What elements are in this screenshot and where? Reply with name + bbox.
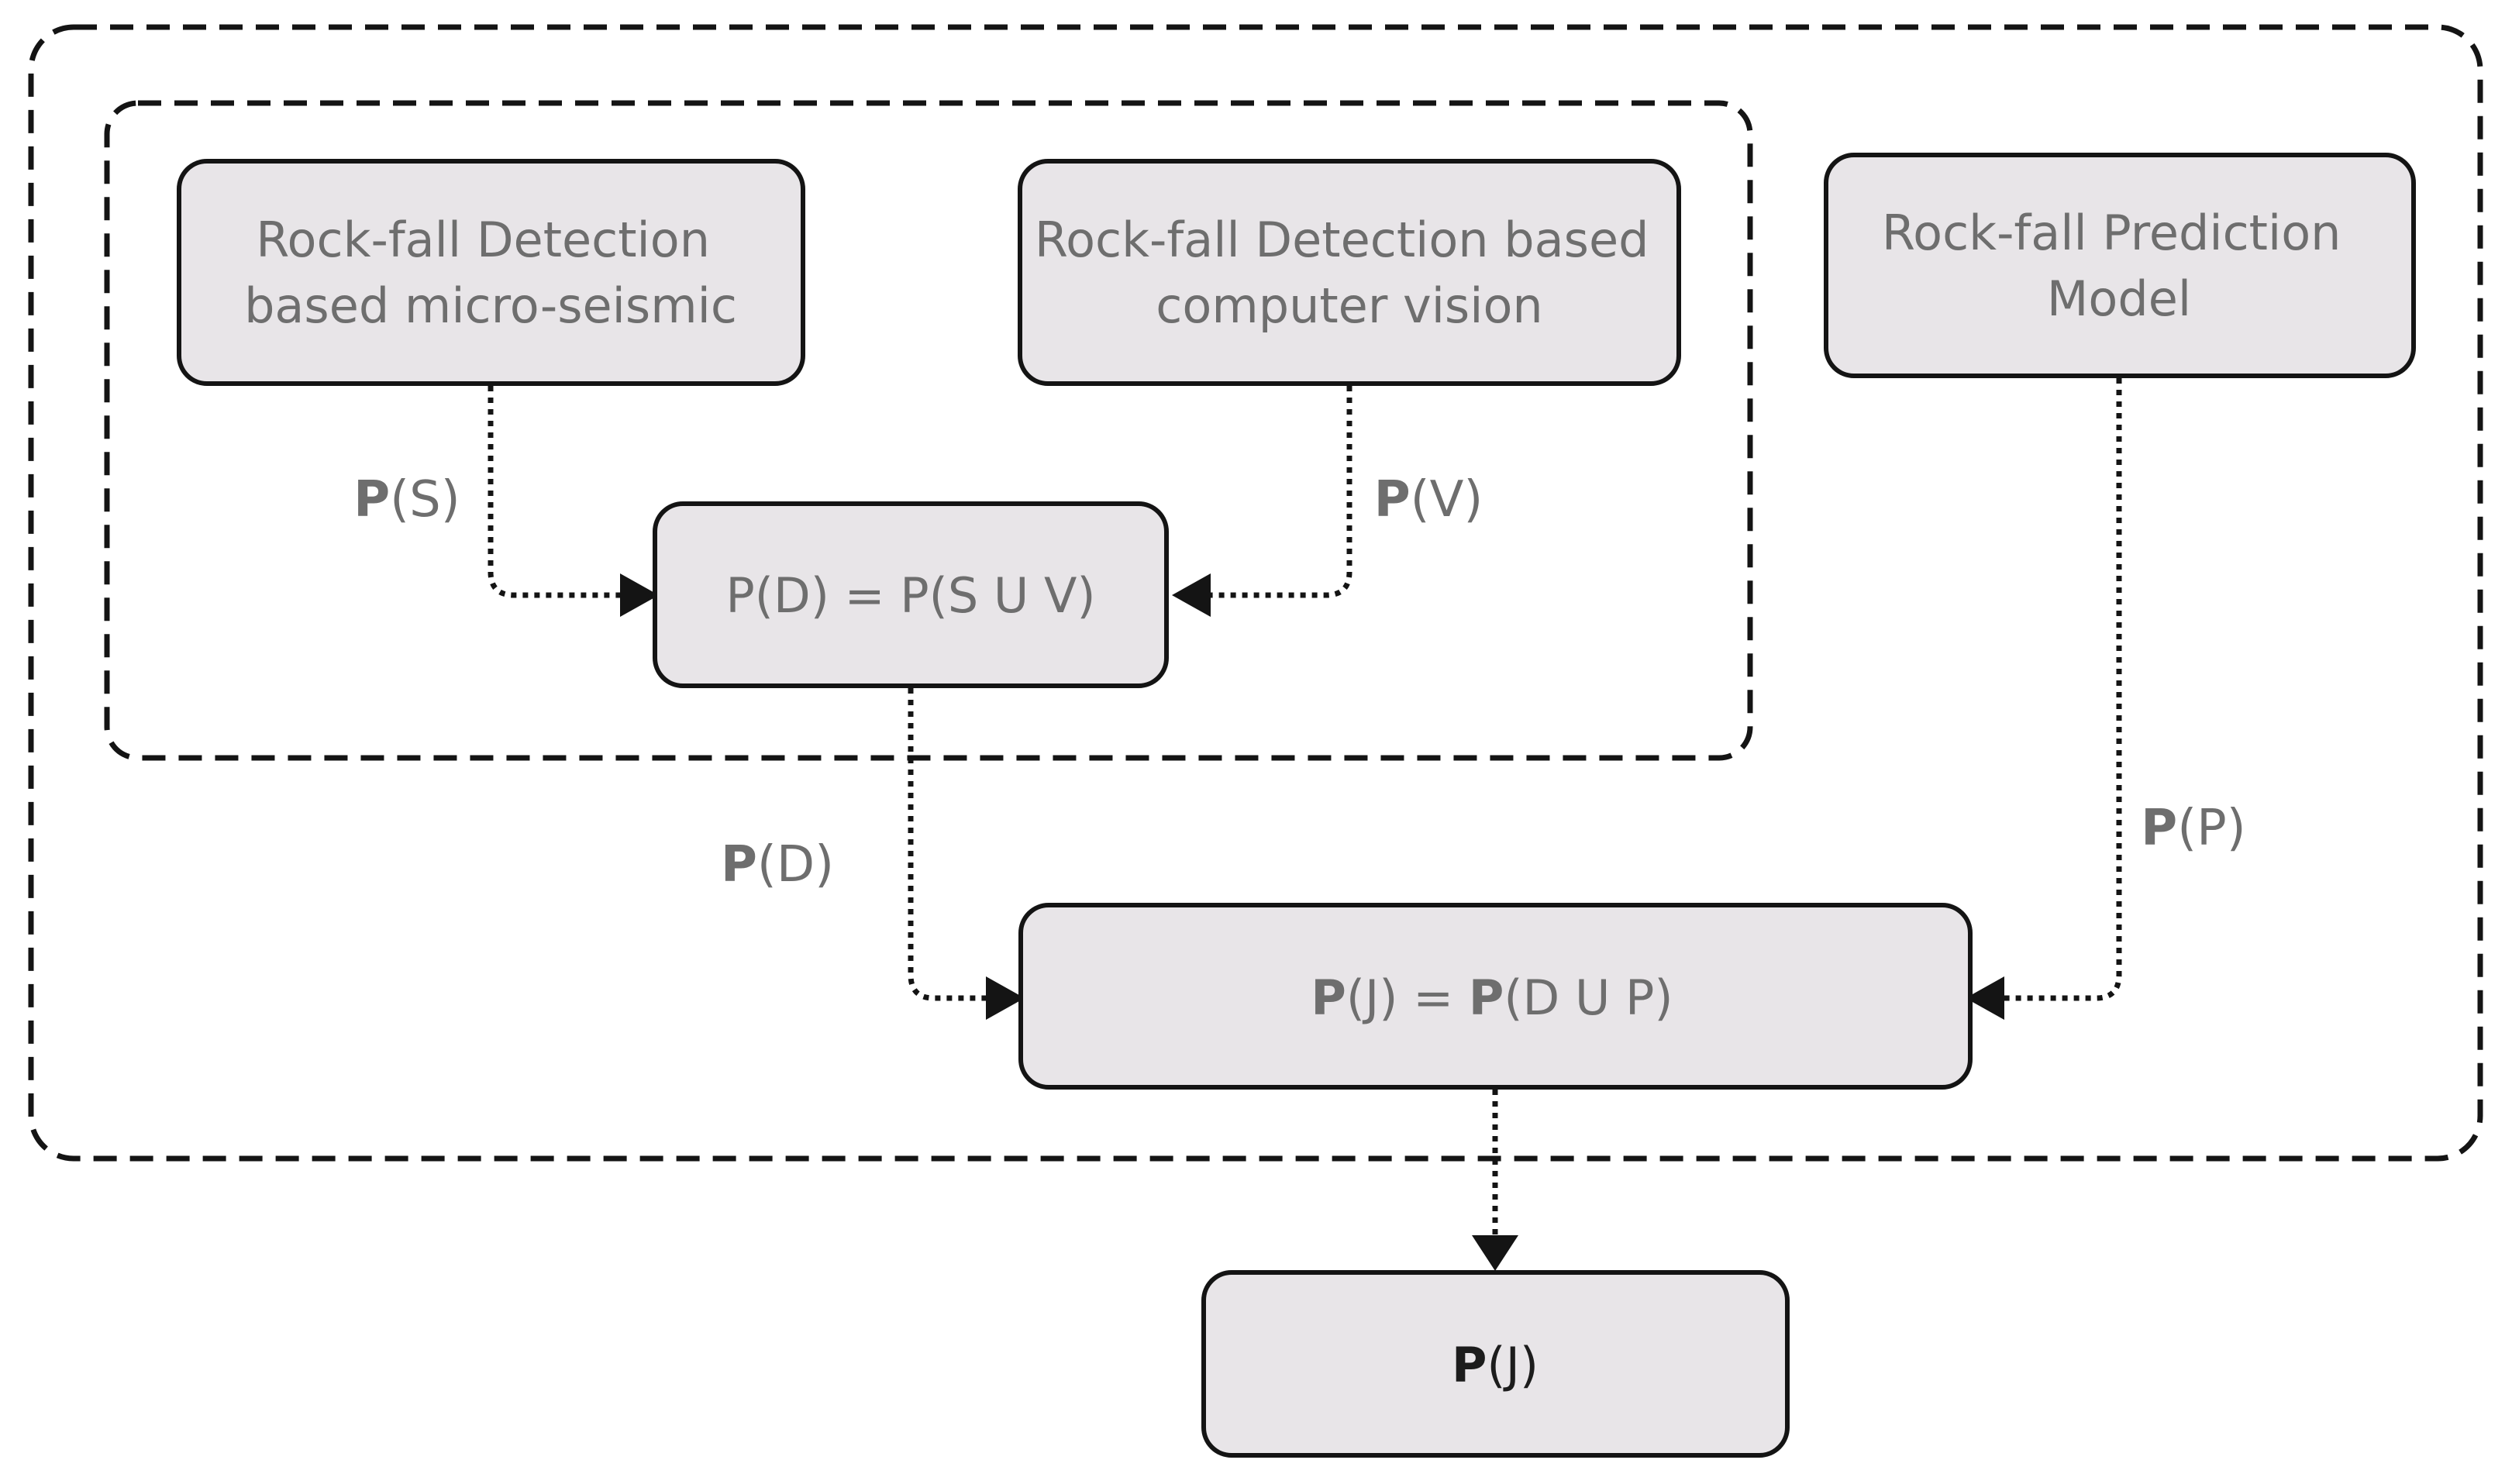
node-prediction-box — [1824, 153, 2416, 378]
outer-system-group — [28, 24, 2483, 1162]
edge-label-ps: P(S) — [353, 471, 460, 529]
edge-label-pv: P(V) — [1374, 471, 1483, 529]
arrowhead-output — [1472, 1235, 1518, 1271]
node-microseismic-label: Rock-fall Detection based micro-seismic — [244, 212, 737, 334]
connector-prediction-to-union-j — [2000, 378, 2122, 1001]
node-union-d-label: P(D) = P(S U V) — [725, 567, 1095, 624]
node-output-label: P(J) — [1452, 1337, 1539, 1393]
node-output-box — [1201, 1270, 1790, 1458]
connector-vision-to-union-d — [1209, 386, 1352, 598]
arrowhead-vision — [1172, 573, 1211, 617]
arrowhead-microseismic — [620, 573, 659, 617]
node-vision-box — [1018, 159, 1681, 386]
arrowhead-union-d — [986, 976, 1025, 1020]
node-prediction-label: Rock-fall Prediction Model — [1882, 205, 2356, 327]
arrowhead-prediction — [1966, 976, 2004, 1020]
node-union-d-box — [653, 501, 1169, 688]
connector-microseismic-to-union-d — [488, 386, 628, 598]
edge-label-pd: P(D) — [721, 836, 834, 893]
detection-group — [104, 100, 1753, 761]
node-union-j-box — [1018, 903, 1973, 1090]
connector-union-d-to-union-j — [908, 688, 996, 1001]
edge-label-pp: P(P) — [2141, 800, 2245, 857]
node-union-j-label: P(J) = P(D U P) — [1311, 969, 1673, 1026]
node-microseismic-box — [177, 159, 805, 386]
node-vision-label: Rock-fall Detection based computer visio… — [1035, 212, 1664, 334]
